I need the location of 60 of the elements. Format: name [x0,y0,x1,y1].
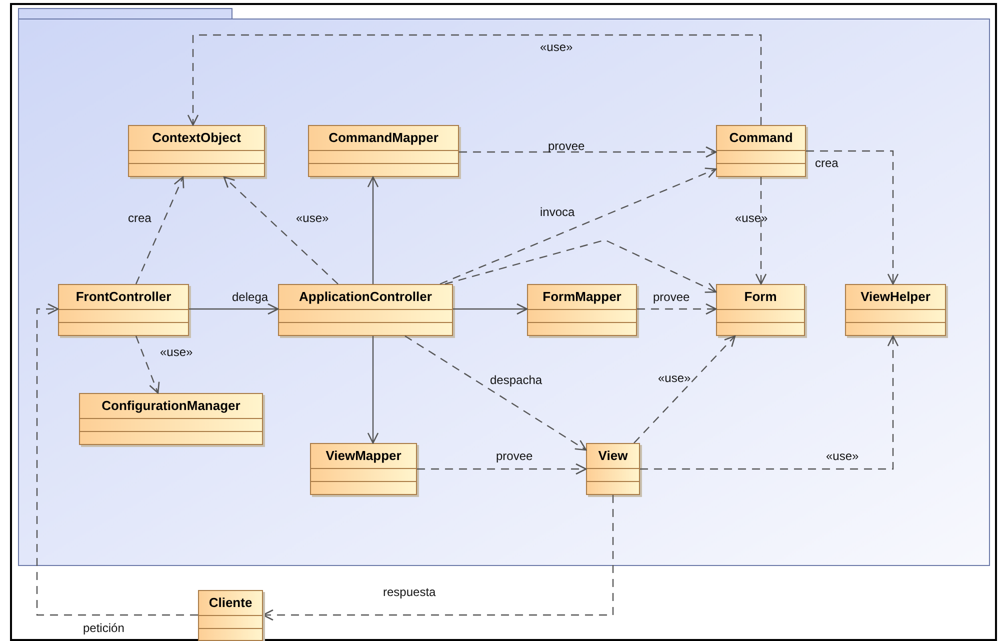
edge-label: «use» [658,371,691,385]
class-name: ViewHelper [860,289,930,305]
edge-label: invoca [540,205,575,219]
class-box [198,590,263,641]
edge-label: despacha [490,373,542,387]
class-box [586,443,640,495]
dependency-arrow [262,495,614,621]
edge-label: «use» [296,211,329,225]
dependency-arrow [634,335,736,444]
dependency-arrow [36,303,198,616]
edge-label: delega [232,290,268,304]
dependency-arrow [637,303,717,315]
class-box [278,284,453,336]
edge-label: «use» [826,449,859,463]
class-name: ConfigurationManager [102,398,240,414]
dependency-arrow [187,34,762,126]
class-name: View [598,448,628,464]
association-arrow [453,303,528,315]
class-box [716,284,805,336]
edge-label: «use» [160,345,193,359]
class-box [58,284,189,336]
dependency-arrow [404,336,587,451]
edge-label: crea [128,211,152,225]
class-box [308,125,459,177]
association-arrow [367,176,379,284]
edge-label: crea [815,156,838,170]
class-name: FormMapper [542,289,622,305]
dependency-arrow [640,335,899,470]
class-name: ViewMapper [326,448,402,464]
edge-label: provee [496,449,533,463]
dependency-arrow [135,176,184,284]
edge-label: provee [548,139,585,153]
class-name: ContextObject [152,130,241,146]
class-name: ApplicationController [299,289,432,305]
dependency-arrow [440,168,717,285]
dependency-arrow [806,150,899,285]
edge-label: respuesta [383,585,436,599]
edge-label: provee [653,290,690,304]
dependency-arrow [444,239,717,293]
class-box [527,284,637,336]
edge-label: «use» [735,211,768,225]
dependency-arrow [223,176,338,284]
class-box [716,125,806,177]
class-name: Form [744,289,777,305]
class-name: Cliente [208,595,252,611]
dependency-arrow [459,146,717,158]
dependency-arrow [135,336,160,394]
class-box [79,393,263,445]
dependency-arrow [417,463,587,475]
class-box [310,443,417,495]
class-name: Command [729,130,793,146]
dependency-arrow [755,177,767,285]
association-arrow [367,336,379,444]
class-name: FrontController [76,289,172,305]
association-arrow [189,303,279,315]
edge-label: petición [83,621,124,635]
class-box [845,284,946,336]
class-name: CommandMapper [328,130,438,146]
edge-label: «use» [540,40,573,54]
class-box [128,125,265,177]
